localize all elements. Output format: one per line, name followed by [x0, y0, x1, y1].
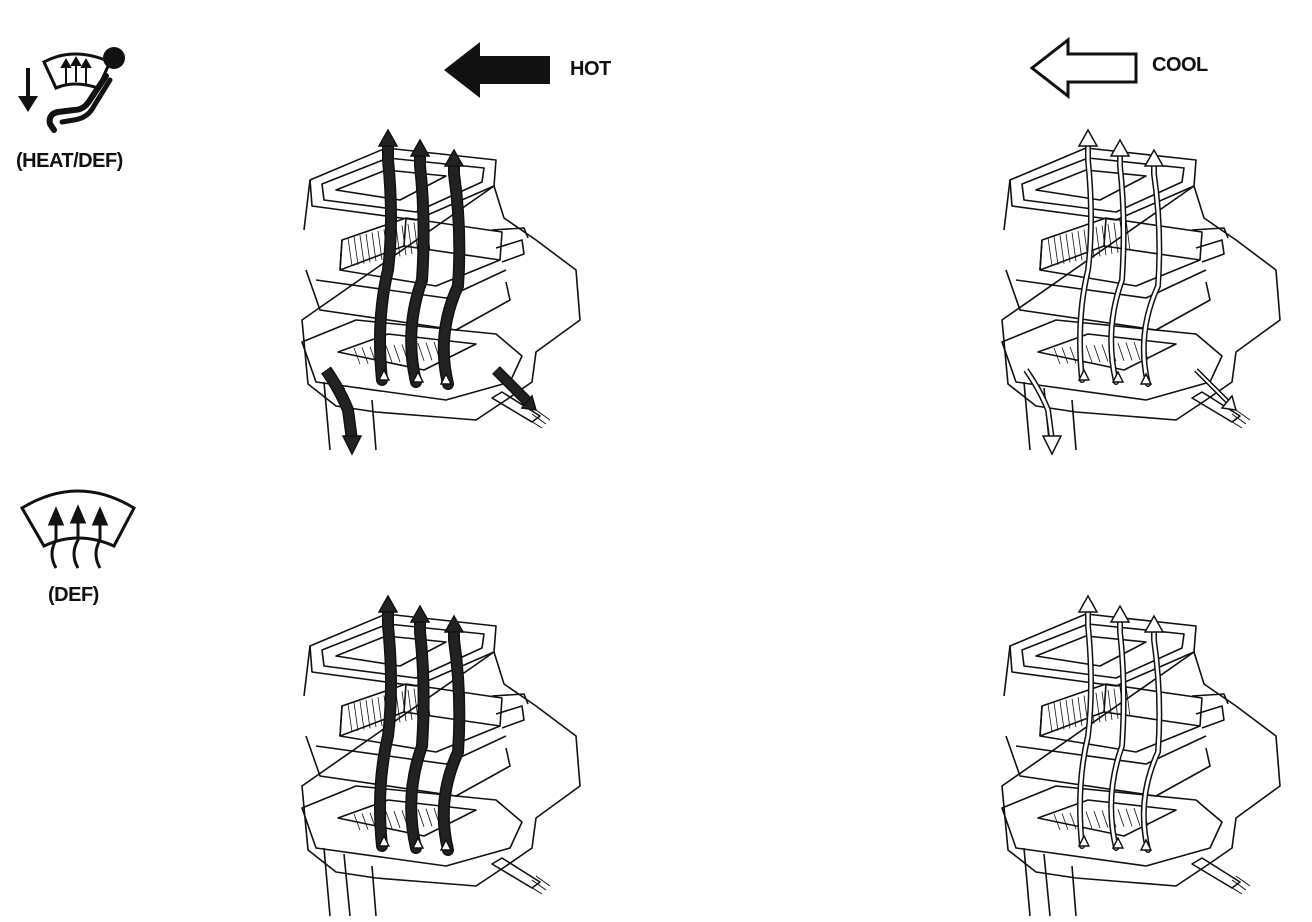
heater-unit-def-cool-diagram	[1001, 594, 1281, 917]
heater-unit-heat-def-hot-diagram	[301, 128, 581, 456]
hot-label: HOT	[570, 58, 611, 80]
defrost-icon	[19, 489, 136, 569]
cool-arrow-icon	[1029, 36, 1138, 100]
cool-label: COOL	[1152, 54, 1208, 76]
heat-def-icon	[18, 47, 125, 133]
hot-arrow-icon	[444, 42, 550, 98]
heater-unit-heat-def-cool-diagram	[1001, 128, 1281, 456]
heater-unit-def-hot-diagram	[301, 594, 581, 917]
heat-def-label: (HEAT/DEF)	[16, 150, 123, 172]
def-label: (DEF)	[48, 584, 99, 606]
